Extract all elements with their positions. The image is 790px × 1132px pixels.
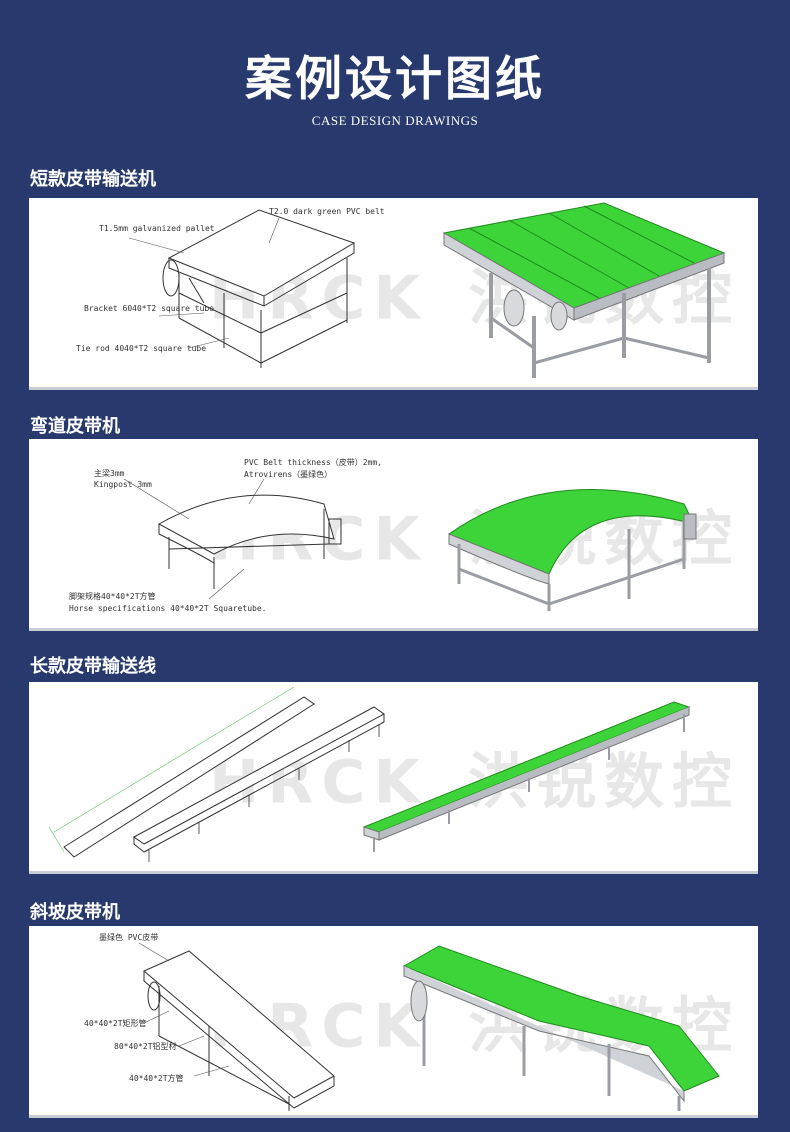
incline-conveyor-annotations: 墨绿色 PVC皮带 40*40*2T矩形管 80*40*2T铝型材 40*40*… <box>84 932 184 1083</box>
annotation-text: 40*40*2T矩形管 <box>84 1018 147 1028</box>
curved-belt-line-drawing <box>157 494 342 589</box>
annotation-text: 脚架规格40*40*2T方管 <box>69 591 156 601</box>
annotation-text: 主梁3mm <box>94 468 125 478</box>
annotation-text: Bracket 6040*T2 square tube <box>84 304 214 313</box>
page-subtitle: CASE DESIGN DRAWINGS <box>311 113 479 128</box>
curved-belt-annotations: 主梁3mm Kingpost 3mm PVC Belt thickness（皮带… <box>69 457 382 613</box>
annotation-text: PVC Belt thickness（皮带）2mm, <box>244 457 382 467</box>
short-conveyor-drawing: T1.5mm galvanized pallet T2.0 dark green… <box>76 202 726 378</box>
section-title-curved-belt: 弯道皮带机 <box>30 416 120 437</box>
short-conveyor-line-drawing <box>162 209 356 368</box>
annotation-text: T2.0 dark green PVC belt <box>269 207 385 216</box>
section-title-long-conveyor: 长款皮带输送线 <box>30 656 156 677</box>
incline-conveyor-drawing: 墨绿色 PVC皮带 40*40*2T矩形管 80*40*2T铝型材 40*40*… <box>84 932 720 1111</box>
incline-conveyor-green-render <box>402 945 720 1111</box>
short-conveyor-annotations: T1.5mm galvanized pallet T2.0 dark green… <box>76 207 385 353</box>
annotation-text: 40*40*2T方管 <box>129 1073 184 1083</box>
annotation-text: Kingpost 3mm <box>94 480 152 489</box>
annotation-text: 墨绿色 PVC皮带 <box>99 932 158 942</box>
section-title-incline-conveyor: 斜坡皮带机 <box>30 902 120 923</box>
annotation-text: Atrovirens（墨绿色） <box>244 469 332 479</box>
page-title: 案例设计图纸 <box>245 52 545 107</box>
annotation-text: 80*40*2T铝型材 <box>114 1041 177 1051</box>
annotation-text: Horse specifications 40*40*2T Squaretube… <box>69 604 266 613</box>
annotation-text: T1.5mm galvanized pallet <box>99 224 215 233</box>
curved-belt-drawing: 主梁3mm Kingpost 3mm PVC Belt thickness（皮带… <box>69 457 697 613</box>
long-conveyor-green-render <box>362 701 691 852</box>
long-conveyor-drawing <box>48 686 691 862</box>
short-conveyor-green-render <box>442 202 726 378</box>
dimension-lines <box>48 686 295 853</box>
annotation-text: Tie rod 4040*T2 square tube <box>76 344 206 353</box>
incline-conveyor-line-drawing <box>143 950 335 1111</box>
long-conveyor-line-drawing <box>63 696 385 862</box>
section-title-short-conveyor: 短款皮带输送机 <box>30 169 156 190</box>
curved-belt-green-render <box>447 488 697 611</box>
